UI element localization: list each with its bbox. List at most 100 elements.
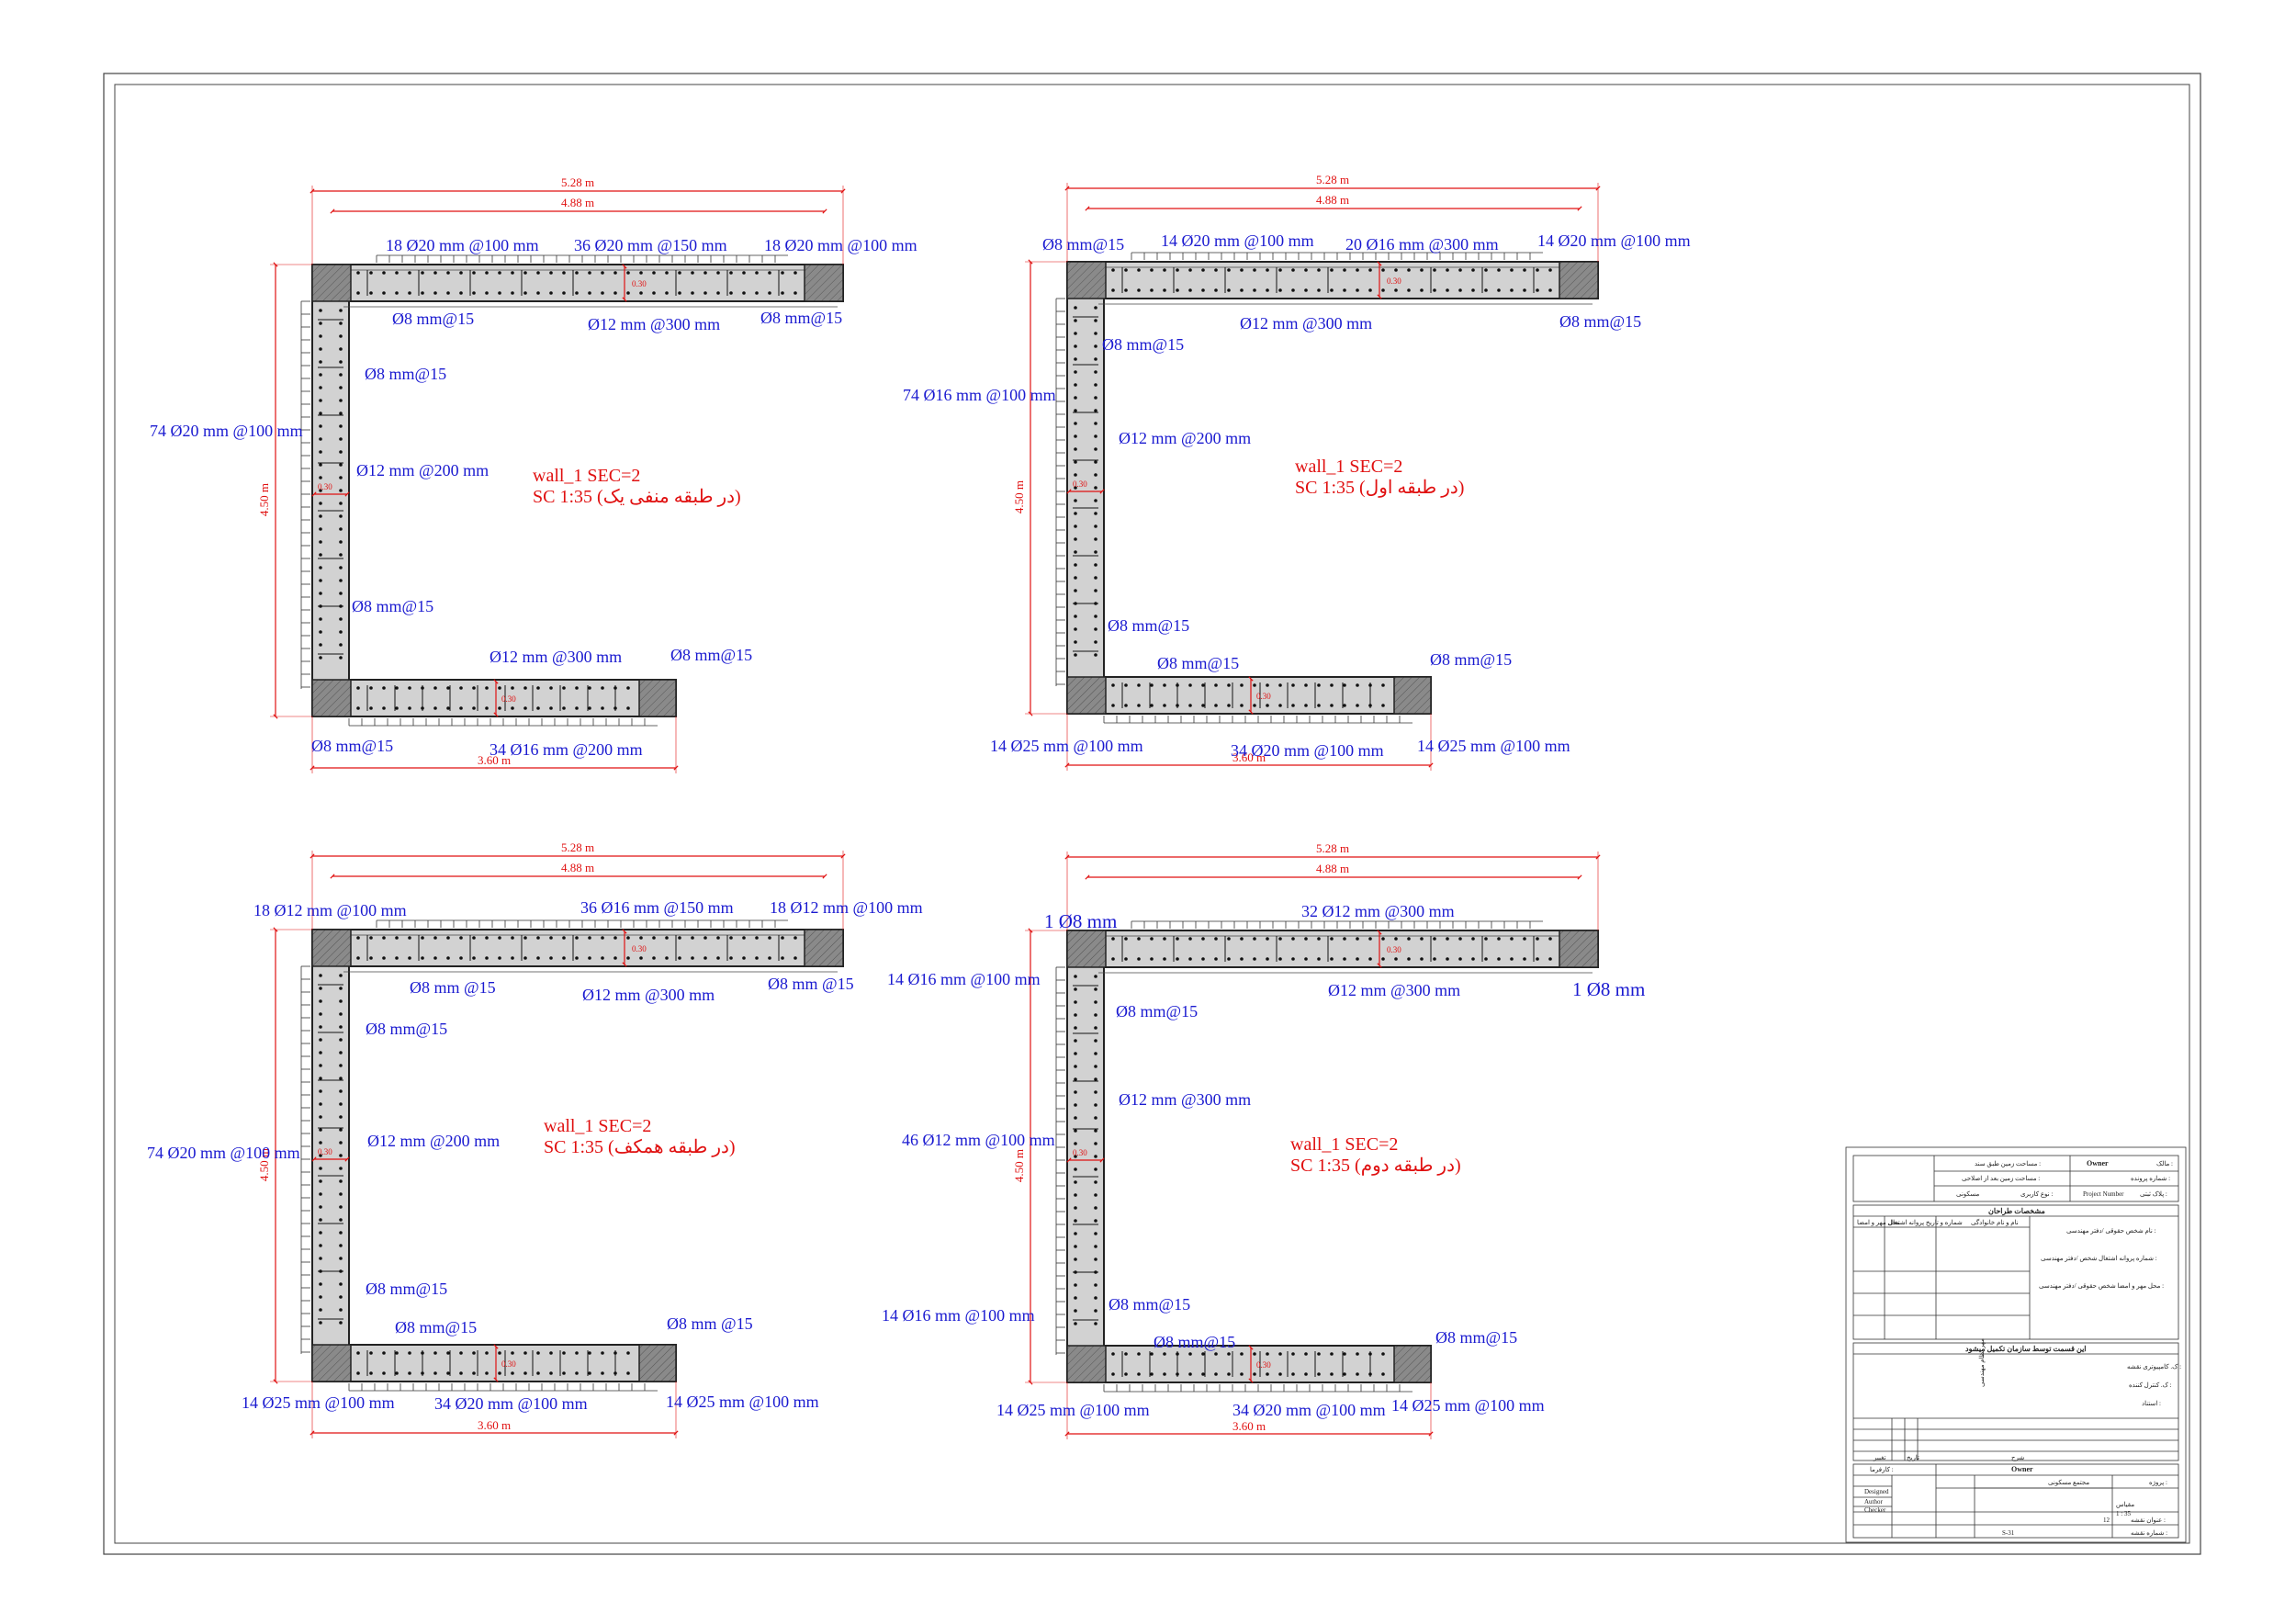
rebar-label: Ø12 mm @200 mm — [1119, 429, 1251, 447]
rebar-label: 34 Ø20 mm @100 mm — [434, 1394, 588, 1413]
rebar-dot — [1137, 937, 1141, 941]
rebar-label: 74 Ø16 mm @100 mm — [903, 386, 1056, 404]
rebar-dot — [1094, 306, 1097, 310]
rebar-dot — [339, 1064, 343, 1067]
rebar-label: Ø8 mm@15 — [1108, 616, 1189, 635]
dim-thk-bottom-text: 0.30 — [501, 1359, 516, 1369]
rebar-dot — [446, 271, 450, 275]
rebar-dot — [1188, 288, 1192, 292]
rebar-dot — [1330, 957, 1334, 961]
rebar-dot — [1317, 957, 1321, 961]
rebar-dot — [1330, 683, 1334, 687]
plan-4: 5.28 m4.88 m4.50 m3.60 m0.300.300.30wall… — [882, 841, 1645, 1439]
rebar-dot — [1291, 1352, 1295, 1356]
rebar-dot — [339, 1218, 343, 1222]
rebar-dot — [319, 502, 322, 505]
rebar-dot — [1497, 937, 1501, 941]
rebar-dot — [1074, 1116, 1077, 1120]
rebar-dot — [1094, 1116, 1097, 1120]
rebar-dot — [319, 1244, 322, 1247]
rebar-dot — [613, 936, 617, 940]
rebar-label: 74 Ø20 mm @100 mm — [150, 422, 303, 440]
rebar-dot — [1074, 550, 1077, 554]
rebar-dot — [319, 592, 322, 595]
rebar-dot — [319, 1012, 322, 1016]
rebar-dot — [339, 476, 343, 479]
rebar-label: 14 Ø25 mm @100 mm — [242, 1393, 395, 1412]
tb-rev-date: تاریخ — [1907, 1454, 1919, 1461]
rebar-dot — [485, 1351, 489, 1355]
rebar-dot — [339, 566, 343, 570]
rebar-dot — [1381, 704, 1385, 707]
tb-sheet-title-label: عنوان نقشه : — [2131, 1517, 2166, 1524]
rebar-dot — [1201, 268, 1205, 272]
rebar-dot — [1074, 1193, 1077, 1197]
rebar-dot — [1266, 288, 1269, 292]
rebar-dot — [382, 271, 386, 275]
rebar-dot — [1240, 1372, 1244, 1376]
rebar-label: 36 Ø20 mm @150 mm — [574, 236, 727, 254]
rebar-dot — [523, 956, 527, 960]
rebar-dot — [339, 334, 343, 338]
rebar-dot — [433, 686, 437, 690]
rebar-dot — [1124, 1352, 1128, 1356]
rebar-dot — [382, 291, 386, 295]
rebar-dot — [536, 936, 540, 940]
rebar-dot — [485, 686, 489, 690]
rebar-dot — [1420, 957, 1424, 961]
rebar-dot — [549, 291, 553, 295]
rebar-dot — [1074, 1232, 1077, 1235]
rebar-dot — [1317, 288, 1321, 292]
rebar-dot — [511, 271, 514, 275]
rebar-dot — [1074, 319, 1077, 322]
rebar-dot — [1317, 937, 1321, 941]
rebar-label: 34 Ø20 mm @100 mm — [1232, 1401, 1386, 1419]
rebar-dot — [665, 956, 669, 960]
rebar-dot — [1548, 937, 1552, 941]
rebar-dot — [395, 1351, 399, 1355]
rebar-dot — [1137, 288, 1141, 292]
rebar-dot — [1094, 640, 1097, 644]
rebar-dot — [319, 1025, 322, 1029]
rebar-dot — [408, 271, 411, 275]
rebar-label: Ø12 mm @300 mm — [588, 315, 720, 333]
rebar-dot — [1394, 268, 1398, 272]
rebar-dot — [601, 686, 604, 690]
rebar-dot — [1137, 957, 1141, 961]
plan-1: 5.28 m4.88 m4.50 m3.60 m0.300.300.30wall… — [150, 175, 917, 773]
rebar-dot — [1227, 683, 1231, 687]
rebar-dot — [319, 347, 322, 351]
rebar-dot — [1074, 589, 1077, 592]
rebar-dot — [1074, 1052, 1077, 1055]
rebar-dot — [446, 1371, 450, 1375]
rebar-dot — [1188, 268, 1192, 272]
rebar-dot — [626, 686, 630, 690]
rebar-dot — [1137, 683, 1141, 687]
rebar-dot — [339, 553, 343, 557]
rebar-dot — [1407, 268, 1411, 272]
rebar-dot — [588, 936, 591, 940]
rebar-dot — [339, 1025, 343, 1029]
rebar-dot — [1214, 683, 1218, 687]
rebar-dot — [485, 291, 489, 295]
rebar-dot — [1214, 1352, 1218, 1356]
rebar-dot — [319, 321, 322, 325]
rebar-dot — [1356, 268, 1359, 272]
rebar-dot — [459, 706, 463, 710]
rebar-dot — [1343, 288, 1346, 292]
rebar-label: Ø8 mm@15 — [1430, 650, 1512, 669]
rebar-dot — [652, 291, 656, 295]
rebar-dot — [1201, 1372, 1205, 1376]
rebar-dot — [1523, 288, 1526, 292]
rebar-dot — [1253, 1352, 1256, 1356]
rebar-dot — [1188, 683, 1192, 687]
rebar-dot — [1291, 1372, 1295, 1376]
rebar-dot — [755, 291, 759, 295]
rebar-label: Ø8 mm@15 — [395, 1318, 477, 1336]
rebar-dot — [339, 1282, 343, 1286]
rebar-dot — [1201, 683, 1205, 687]
rebar-dot — [1343, 683, 1346, 687]
rebar-dot — [575, 706, 579, 710]
rebar-dot — [1240, 704, 1244, 707]
rebar-dot — [1201, 957, 1205, 961]
